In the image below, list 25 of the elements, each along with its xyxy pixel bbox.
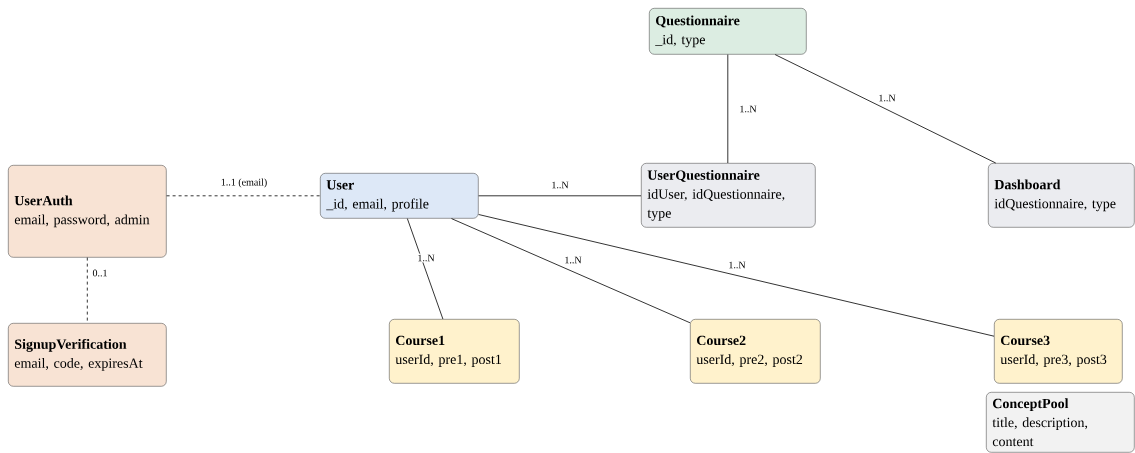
- entity-box: UserAuth email, password, admin: [8, 165, 167, 258]
- entity-box: Course1 userId, pre1, post1: [389, 319, 520, 384]
- entity-box: Dashboard idQuestionnaire, type: [988, 163, 1135, 228]
- cardinality-label: 1..N: [550, 180, 570, 190]
- relationship-line: [727, 54, 729, 164]
- cardinality-label: 1..N: [563, 255, 583, 265]
- relationship-line: [478, 214, 995, 337]
- cardinality-label: 1..1 (email): [219, 177, 269, 189]
- entity-box: User _id, email, profile: [320, 173, 479, 219]
- relationship-line: [451, 218, 691, 324]
- entity-box: Questionnaire _id, type: [649, 8, 807, 55]
- entity-box: Course2 userId, pre2, post2: [690, 319, 821, 384]
- entity-box: UserQuestionnaire idUser, idQuestionnaire, type: [641, 163, 816, 228]
- relationship-line: [774, 54, 997, 164]
- entity-box: ConceptPool title, description, content: [986, 392, 1135, 453]
- relationship-line: [166, 195, 321, 197]
- cardinality-label: 1..N: [727, 260, 747, 270]
- relationship-line: [478, 195, 642, 197]
- cardinality-label: 0..1: [91, 268, 109, 278]
- entity-box: Course3 userId, pre3, post3: [994, 319, 1123, 384]
- entity-box: SignupVerification email, code, expiresAt: [8, 323, 167, 387]
- cardinality-label: 1..N: [416, 253, 436, 263]
- cardinality-label: 1..N: [877, 93, 897, 103]
- cardinality-label: 1..N: [738, 104, 758, 114]
- relationship-line: [406, 218, 444, 320]
